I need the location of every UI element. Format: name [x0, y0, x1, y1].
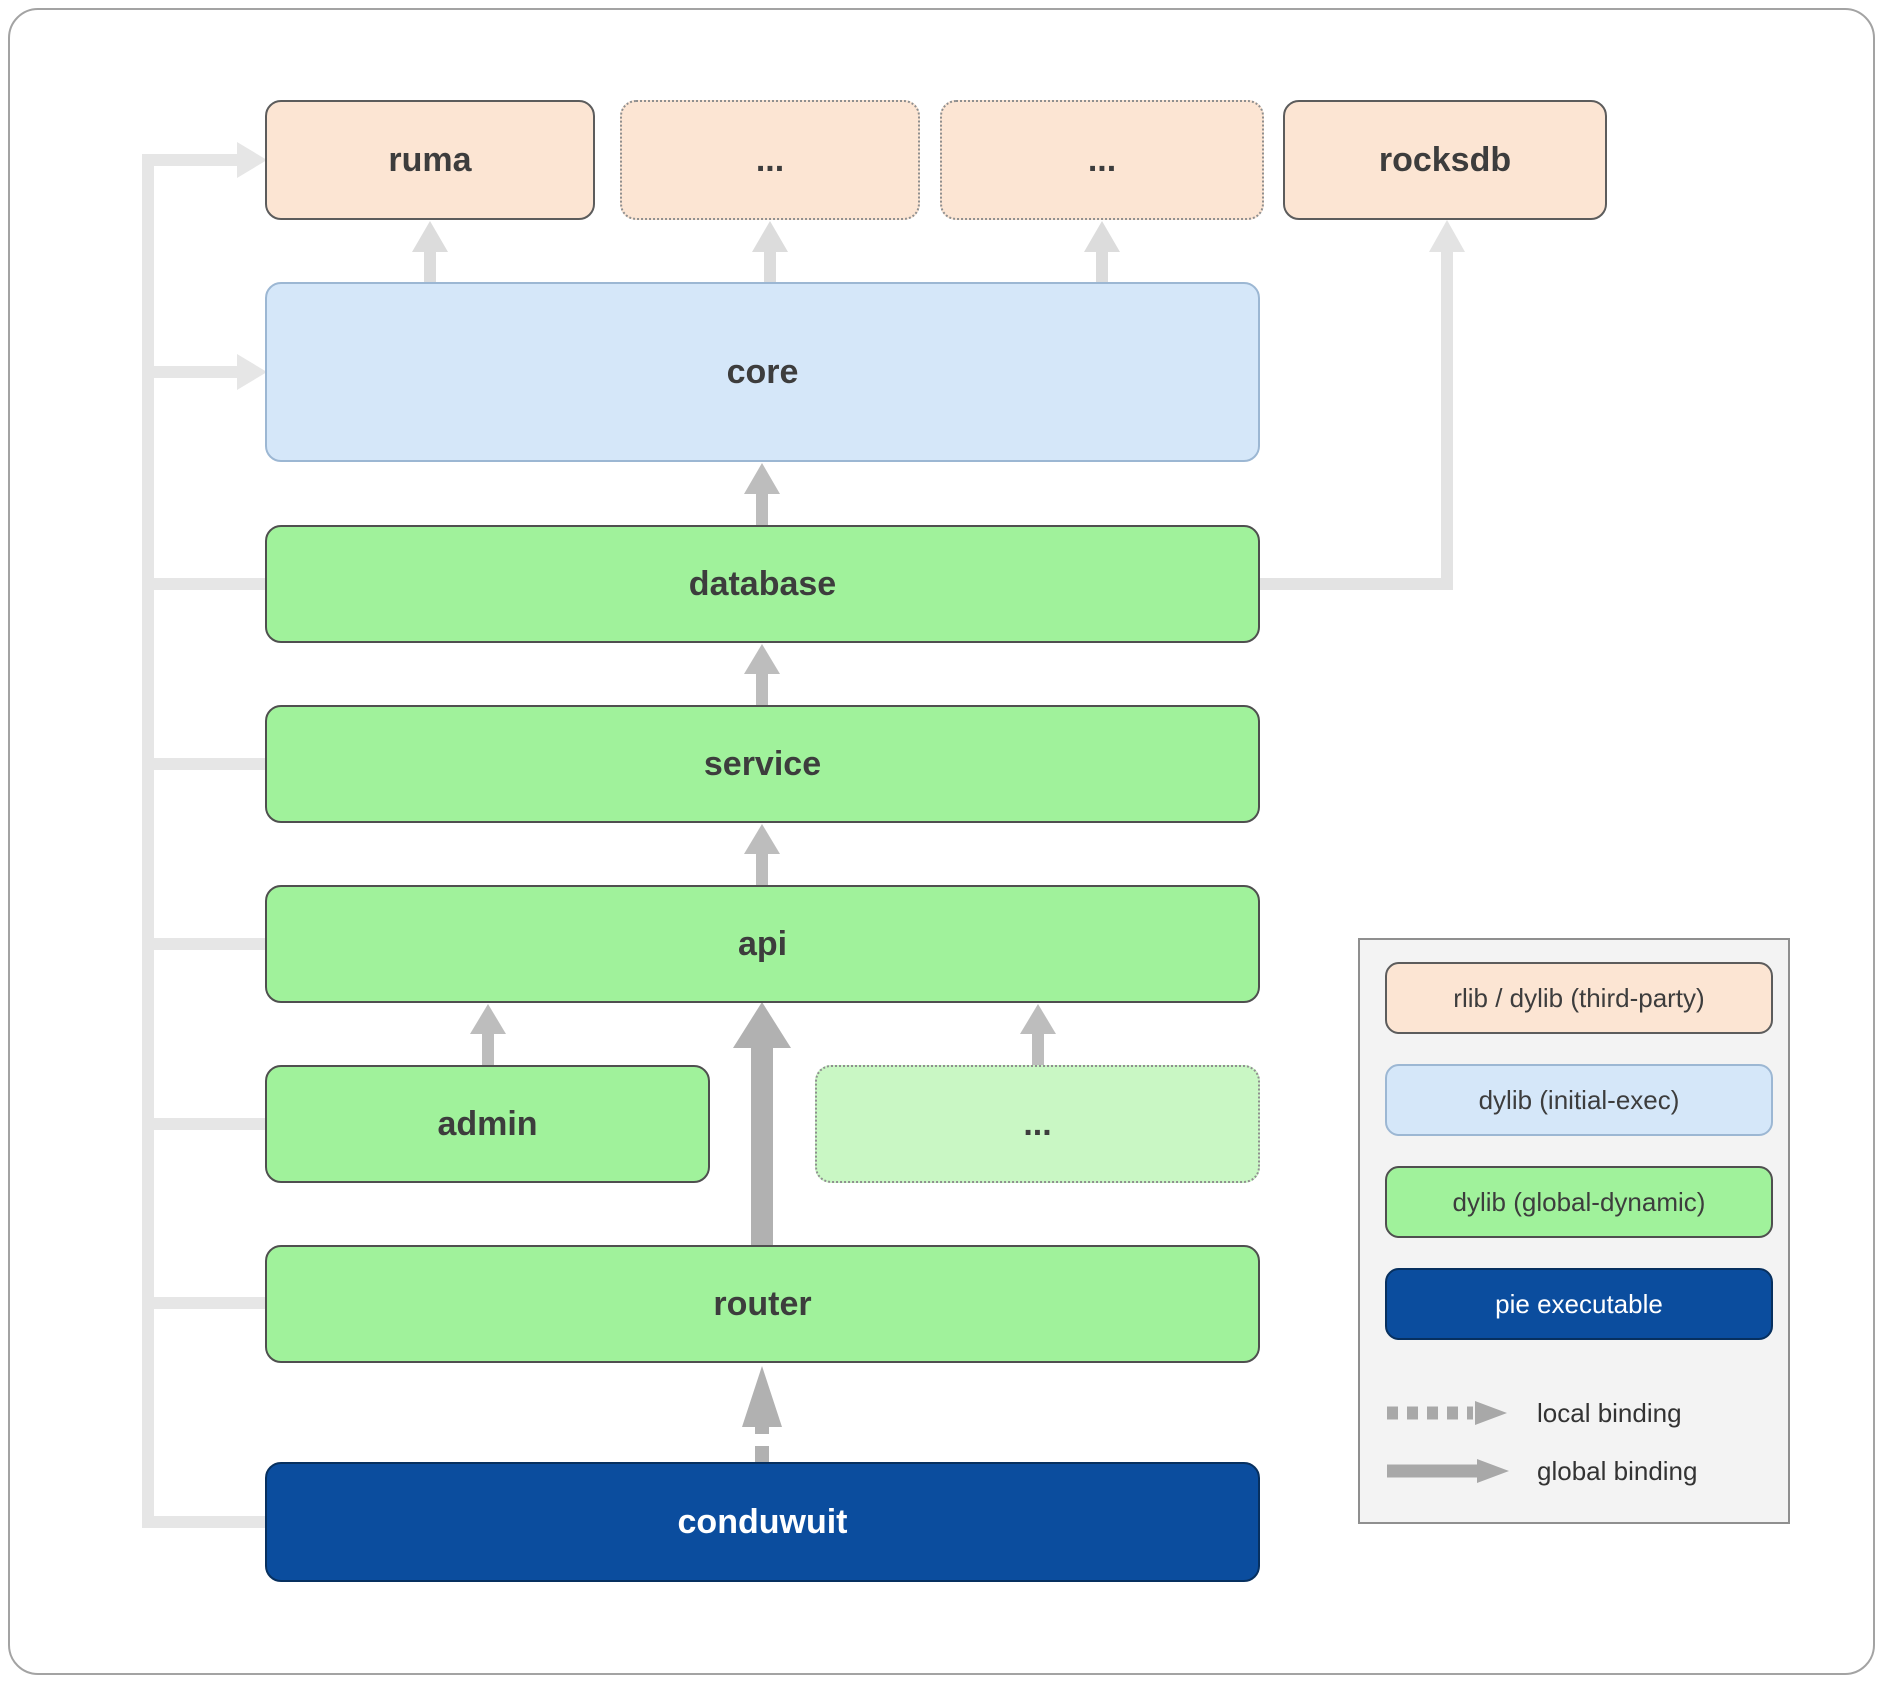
node-router-label: router	[713, 1284, 812, 1323]
node-third-party-b: ...	[940, 100, 1264, 220]
node-admin-label: admin	[437, 1104, 538, 1143]
node-conduwuit: conduwuit	[265, 1462, 1260, 1582]
node-rocksdb-label: rocksdb	[1378, 140, 1512, 179]
node-admin: admin	[265, 1065, 710, 1183]
arrow-router-to-api	[733, 1002, 791, 1245]
node-conduwuit-label: conduwuit	[677, 1502, 848, 1541]
node-third-party-b-label: ...	[1087, 140, 1117, 179]
legend-global-binding-row: global binding	[1385, 1456, 1773, 1486]
arrow-service-to-database	[744, 644, 780, 705]
legend-local-binding-label: local binding	[1537, 1397, 1682, 1428]
node-service: service	[265, 705, 1260, 823]
local-binding-arrow-icon	[1387, 1401, 1507, 1425]
arrow-api-to-service	[744, 824, 780, 885]
legend-swatch-initial-exec: dylib (initial-exec)	[1385, 1064, 1773, 1136]
legend-initial-exec-label: dylib (initial-exec)	[1478, 1084, 1680, 1115]
node-ruma-label: ruma	[388, 140, 472, 179]
node-service-label: service	[703, 744, 822, 783]
legend-pie-executable-label: pie executable	[1495, 1288, 1663, 1319]
node-database: database	[265, 525, 1260, 643]
arrow-core-to-third-party-a	[752, 221, 788, 282]
node-router: router	[265, 1245, 1260, 1363]
node-database-label: database	[688, 564, 837, 603]
node-third-party-a-label: ...	[755, 140, 785, 179]
legend: rlib / dylib (third-party) dylib (initia…	[1358, 938, 1790, 1524]
legend-swatch-pie-executable: pie executable	[1385, 1268, 1773, 1340]
outer-frame	[8, 8, 1875, 1675]
arrow-api-other-to-api	[1020, 1004, 1056, 1065]
node-rocksdb: rocksdb	[1283, 100, 1607, 220]
legend-swatch-global-dynamic: dylib (global-dynamic)	[1385, 1166, 1773, 1238]
node-ruma: ruma	[265, 100, 595, 220]
legend-local-binding-row: local binding	[1385, 1398, 1773, 1428]
arrow-database-to-rocksdb	[1260, 220, 1465, 590]
arrow-admin-to-api	[470, 1004, 506, 1065]
legend-swatch-third-party: rlib / dylib (third-party)	[1385, 962, 1773, 1034]
node-api-label: api	[737, 924, 788, 963]
arrow-core-to-third-party-b	[1084, 221, 1120, 282]
arrow-core-to-ruma	[412, 221, 448, 282]
arrow-database-to-core	[744, 463, 780, 525]
global-binding-arrow-icon	[1387, 1459, 1509, 1483]
node-api-other: ...	[815, 1065, 1260, 1183]
node-api: api	[265, 885, 1260, 1003]
node-third-party-a: ...	[620, 100, 920, 220]
node-core: core	[265, 282, 1260, 462]
node-api-other-label: ...	[1023, 1104, 1052, 1143]
legend-global-binding-label: global binding	[1537, 1455, 1698, 1486]
node-core-label: core	[726, 352, 799, 391]
legend-third-party-label: rlib / dylib (third-party)	[1453, 982, 1705, 1013]
trunk-global-bindings	[142, 142, 268, 1528]
arrow-conduwuit-to-router	[742, 1366, 782, 1462]
legend-global-dynamic-label: dylib (global-dynamic)	[1452, 1186, 1706, 1217]
